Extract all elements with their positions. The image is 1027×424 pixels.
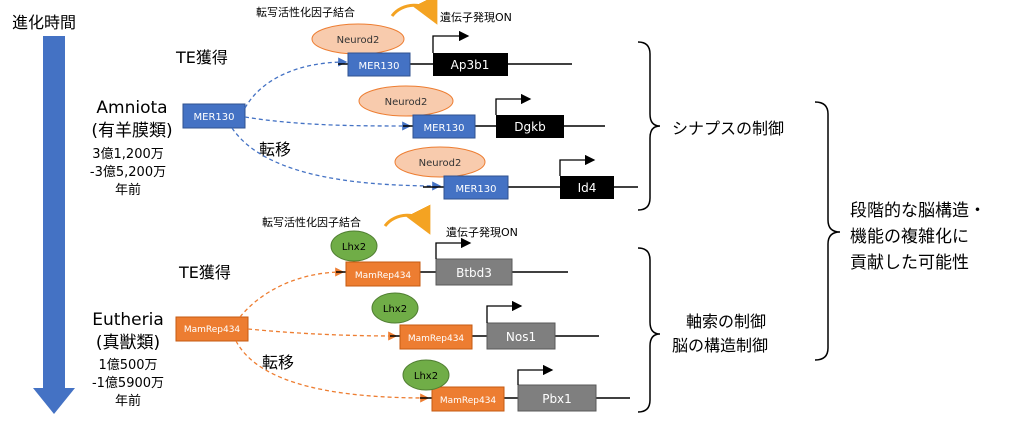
- amniota-label: Amniota (有羊膜類) 3億1,200万 -3億5,200万 年前: [90, 98, 173, 198]
- amniota-gene-row-3: Neurod2 MER130 Id4: [394, 146, 638, 200]
- neurod2-factor: [358, 85, 454, 117]
- eutheria-dashed-arrow-1: [239, 267, 345, 318]
- gene-box: [517, 384, 597, 412]
- neurod2-factor: [394, 146, 486, 178]
- lhx2-factor: [371, 292, 419, 324]
- eutheria-source-te-label: MamRep434: [184, 325, 241, 335]
- eutheria-binding-annotation: 転写活性化因子結合: [262, 215, 361, 229]
- eutheria-source-te: [175, 316, 249, 342]
- eutheria-activation-arrow: [383, 204, 431, 235]
- tss-arrow: [517, 364, 554, 385]
- factor-label: Neurod2: [419, 158, 462, 169]
- te-box: [347, 52, 411, 77]
- amniota-dashed-arrow-3: [231, 127, 442, 191]
- gene-box: [435, 258, 513, 286]
- conclusion-line-2: 機能の複雑化に: [850, 227, 969, 247]
- amniota-dashed-arrow-2: [244, 116, 412, 131]
- eutheria-te-gain: TE獲得: [178, 263, 231, 282]
- eutheria-dashed-arrow-2: [247, 328, 398, 341]
- amniota-dashed-arrow-1: [244, 57, 348, 109]
- eutheria-gene-row-1: MamRep434 Lhx2 Btbd3: [330, 230, 568, 287]
- amniota-time-2: -3億5,200万: [90, 164, 166, 180]
- tss-arrow: [435, 237, 472, 259]
- factor-label: Neurod2: [385, 97, 428, 108]
- amniota-transposition: 転移: [259, 140, 291, 159]
- gene-label: Btbd3: [456, 266, 492, 280]
- tss-arrow: [559, 154, 596, 176]
- eutheria-jp: (真獣類): [96, 333, 160, 353]
- factor-label: Lhx2: [414, 371, 438, 382]
- gene-label: Id4: [578, 181, 597, 195]
- factor-label: Lhx2: [383, 304, 407, 315]
- te-label: MER130: [359, 61, 400, 72]
- amniota-activation-arrow: [390, 0, 438, 25]
- te-box: [412, 114, 476, 139]
- eutheria-gene-row-2: MamRep434 Lhx2 Nos1: [371, 292, 599, 350]
- te-box: [399, 324, 473, 350]
- gene-box: [496, 115, 564, 138]
- gene-label: Dgkb: [514, 120, 545, 134]
- eutheria-name: Eutheria: [92, 310, 164, 330]
- eutheria-dashed-arrow-3: [235, 340, 430, 403]
- amniota-time-3: 年前: [115, 182, 141, 198]
- eutheria-role-2: 脳の構造制御: [672, 336, 768, 355]
- gene-label: Nos1: [506, 330, 536, 344]
- te-label: MER130: [456, 184, 497, 195]
- lhx2-factor: [402, 359, 450, 391]
- tss-arrow: [495, 93, 532, 115]
- amniota-gene-row-2: Neurod2 MER130 Dgkb: [358, 85, 605, 139]
- eutheria-role-1: 軸索の制御: [686, 312, 766, 331]
- factor-label: Neurod2: [337, 35, 380, 46]
- te-label: MamRep434: [408, 334, 465, 344]
- eutheria-time-1: 1億500万: [98, 357, 157, 373]
- conclusion-line-1: 段階的な脳構造・: [850, 201, 986, 221]
- conclusion-bracket: [814, 101, 841, 361]
- eutheria-gene-row-3: MamRep434 Lhx2 Pbx1: [402, 359, 630, 412]
- time-arrow: [33, 36, 75, 414]
- amniota-source-te-label: MER130: [194, 112, 235, 123]
- amniota-gene-row-1: Neurod2 MER130 Ap3b1: [311, 23, 572, 77]
- eutheria-transposition: 転移: [262, 353, 294, 372]
- amniota-source-te: [182, 103, 246, 129]
- eutheria-bracket: [637, 247, 661, 413]
- amniota-expression-annotation: 遺伝子発現ON: [440, 10, 512, 24]
- amniota-name: Amniota: [96, 98, 167, 118]
- eutheria-expression-annotation: 遺伝子発現ON: [446, 225, 518, 239]
- amniota-bracket: [637, 41, 661, 211]
- gene-box: [486, 322, 556, 350]
- amniota-role: シナプスの制御: [672, 119, 784, 138]
- te-box: [443, 175, 509, 200]
- tss-arrow: [432, 30, 470, 53]
- tss-arrow: [486, 300, 523, 323]
- gene-box: [560, 176, 614, 199]
- te-label: MamRep434: [355, 271, 412, 281]
- te-box: [431, 386, 505, 412]
- factor-label: Lhx2: [342, 242, 366, 253]
- gene-box: [433, 53, 508, 76]
- conclusion-line-3: 貢献した可能性: [850, 253, 969, 273]
- amniota-time-1: 3億1,200万: [92, 146, 164, 162]
- te-label: MamRep434: [440, 396, 497, 406]
- eutheria-time-2: -1億5900万: [92, 375, 164, 391]
- amniota-jp: (有羊膜類): [91, 121, 172, 141]
- amniota-binding-annotation: 転写活性化因子結合: [256, 5, 355, 19]
- axis-label: 進化時間: [12, 13, 76, 32]
- gene-label: Ap3b1: [451, 58, 490, 72]
- te-label: MER130: [424, 123, 465, 134]
- eutheria-label: Eutheria (真獣類) 1億500万 -1億5900万 年前: [92, 310, 164, 409]
- lhx2-factor: [330, 230, 378, 262]
- eutheria-time-3: 年前: [115, 393, 141, 409]
- gene-label: Pbx1: [542, 392, 572, 406]
- amniota-te-gain: TE獲得: [175, 48, 228, 67]
- te-box: [345, 261, 421, 287]
